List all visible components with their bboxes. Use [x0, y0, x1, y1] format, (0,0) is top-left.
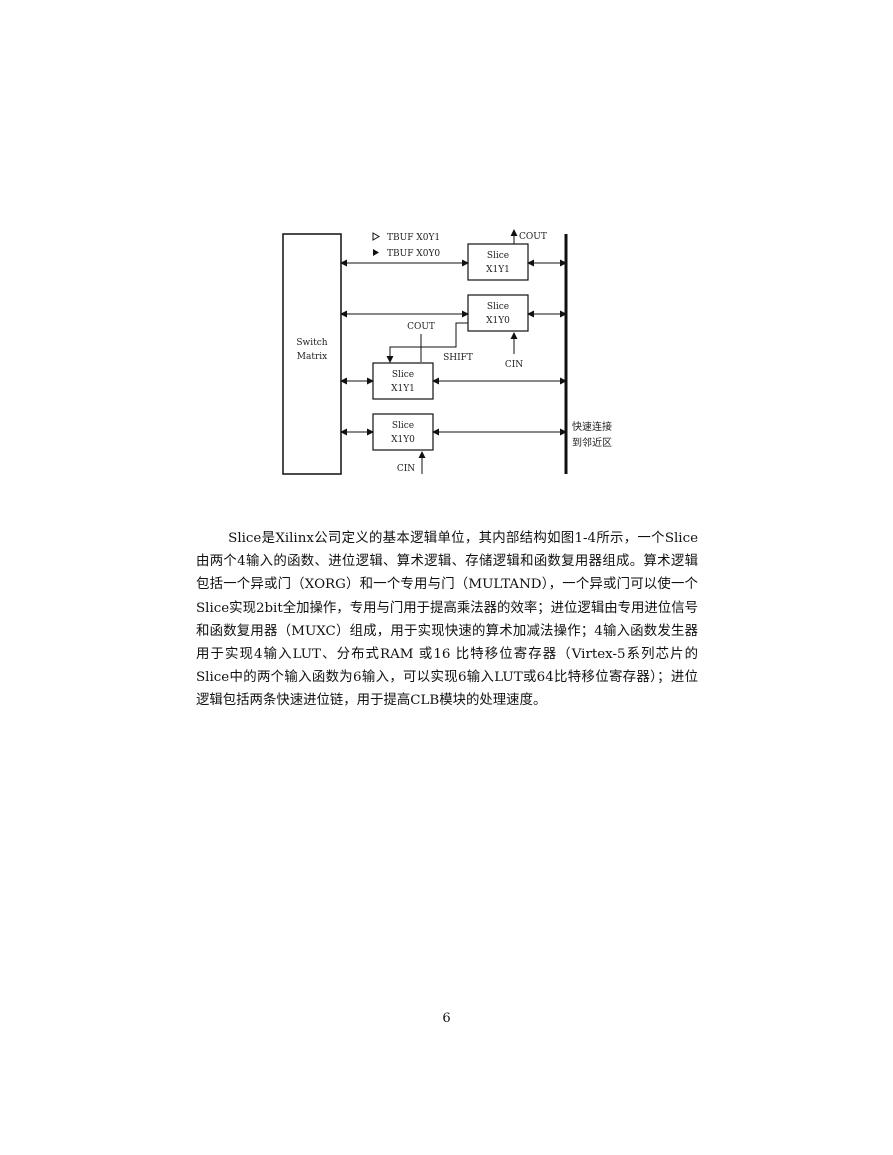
shift-wire — [386, 322, 468, 363]
switch-matrix-label-line2: Matrix — [297, 352, 327, 362]
tbuf-x0y1-label: TBUF X0Y1 — [387, 233, 440, 243]
shift-label: SHIFT — [443, 353, 473, 363]
slice-bottom-label-line2: X1Y0 — [391, 435, 415, 445]
slice-third-label-line2: X1Y1 — [391, 384, 415, 394]
cout-mid-label: COUT — [407, 322, 435, 332]
tbuf-x0y0-label: TBUF X0Y0 — [387, 249, 440, 259]
fast-connect-label-line1: 快速连接 — [572, 420, 612, 433]
body-text: Slice是Xilinx公司定义的基本逻辑单位，其内部结构如图1-4所示，一个S… — [196, 527, 698, 713]
cout-top-label: COUT — [519, 232, 547, 242]
slice-bottom-label-line1: Slice — [392, 421, 414, 431]
tbuf-x0y1-icon — [372, 232, 380, 241]
slice-second-label-line1: Slice — [487, 302, 509, 312]
slice-top-label-line1: Slice — [487, 251, 509, 261]
fast-connect-label-line2: 到邻近区 — [572, 436, 612, 449]
body-paragraph: Slice是Xilinx公司定义的基本逻辑单位，其内部结构如图1-4所示，一个S… — [196, 531, 698, 709]
page-number: 6 — [442, 1011, 451, 1026]
cin-bottom-label: CIN — [397, 464, 415, 474]
slice-top-label-line2: X1Y1 — [486, 265, 510, 275]
slice-second-label-line2: X1Y0 — [486, 316, 510, 326]
slice-third-label-line1: Slice — [392, 370, 414, 380]
slice-structure-figure: Switch Matrix TBUF X0Y1 TBUF X0Y0 Slice … — [270, 222, 630, 484]
tbuf-x0y0-icon — [373, 249, 379, 256]
switch-matrix-box — [282, 233, 342, 475]
cin-mid-label: CIN — [505, 360, 523, 370]
switch-matrix-label-line1: Switch — [296, 338, 327, 348]
